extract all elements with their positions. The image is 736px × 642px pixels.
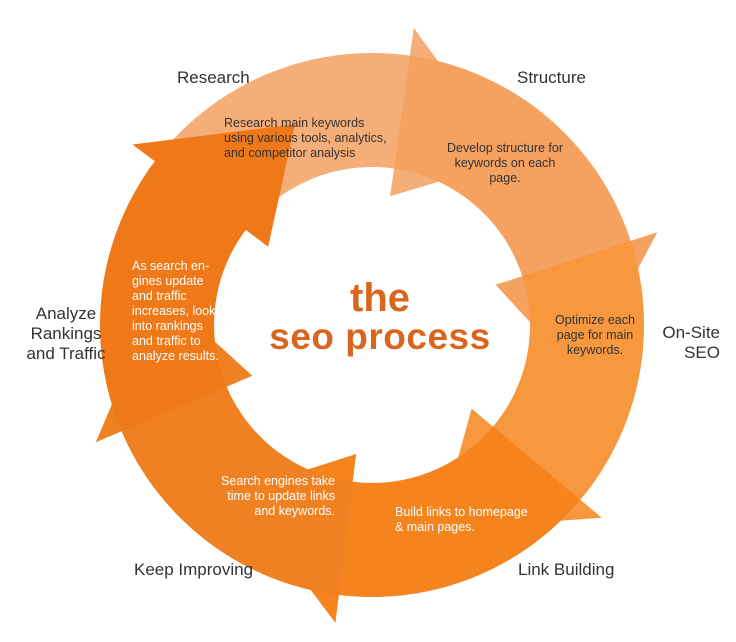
stage-label-keep-improving: Keep Improving xyxy=(134,560,254,579)
segment-text-on-site: Optimize each page for main keywords. xyxy=(555,313,635,357)
stage-label-analyze: Analyze Rankings and Traffic xyxy=(26,304,106,363)
segment-text-analyze: As search en- gines update and traffic i… xyxy=(132,259,219,363)
segment-text-keep-improving: Search engines take time to update links… xyxy=(221,474,335,518)
segment-text-structure: Develop structure for keywords on each p… xyxy=(446,141,564,185)
diagram-title-line-2: seo process xyxy=(269,316,491,357)
segment-text-link-building: Build links to homepage & main pages. xyxy=(395,505,528,534)
segment-text-research: Research main keywords using various too… xyxy=(224,116,387,160)
segment-analyze xyxy=(99,124,295,432)
stage-label-structure: Structure xyxy=(517,68,586,87)
stage-label-on-site-seo: On-Site SEO xyxy=(662,323,720,362)
stage-label-link-building: Link Building xyxy=(518,560,615,579)
diagram-title-line-1: the xyxy=(350,276,410,320)
stage-label-research: Research xyxy=(177,68,250,87)
